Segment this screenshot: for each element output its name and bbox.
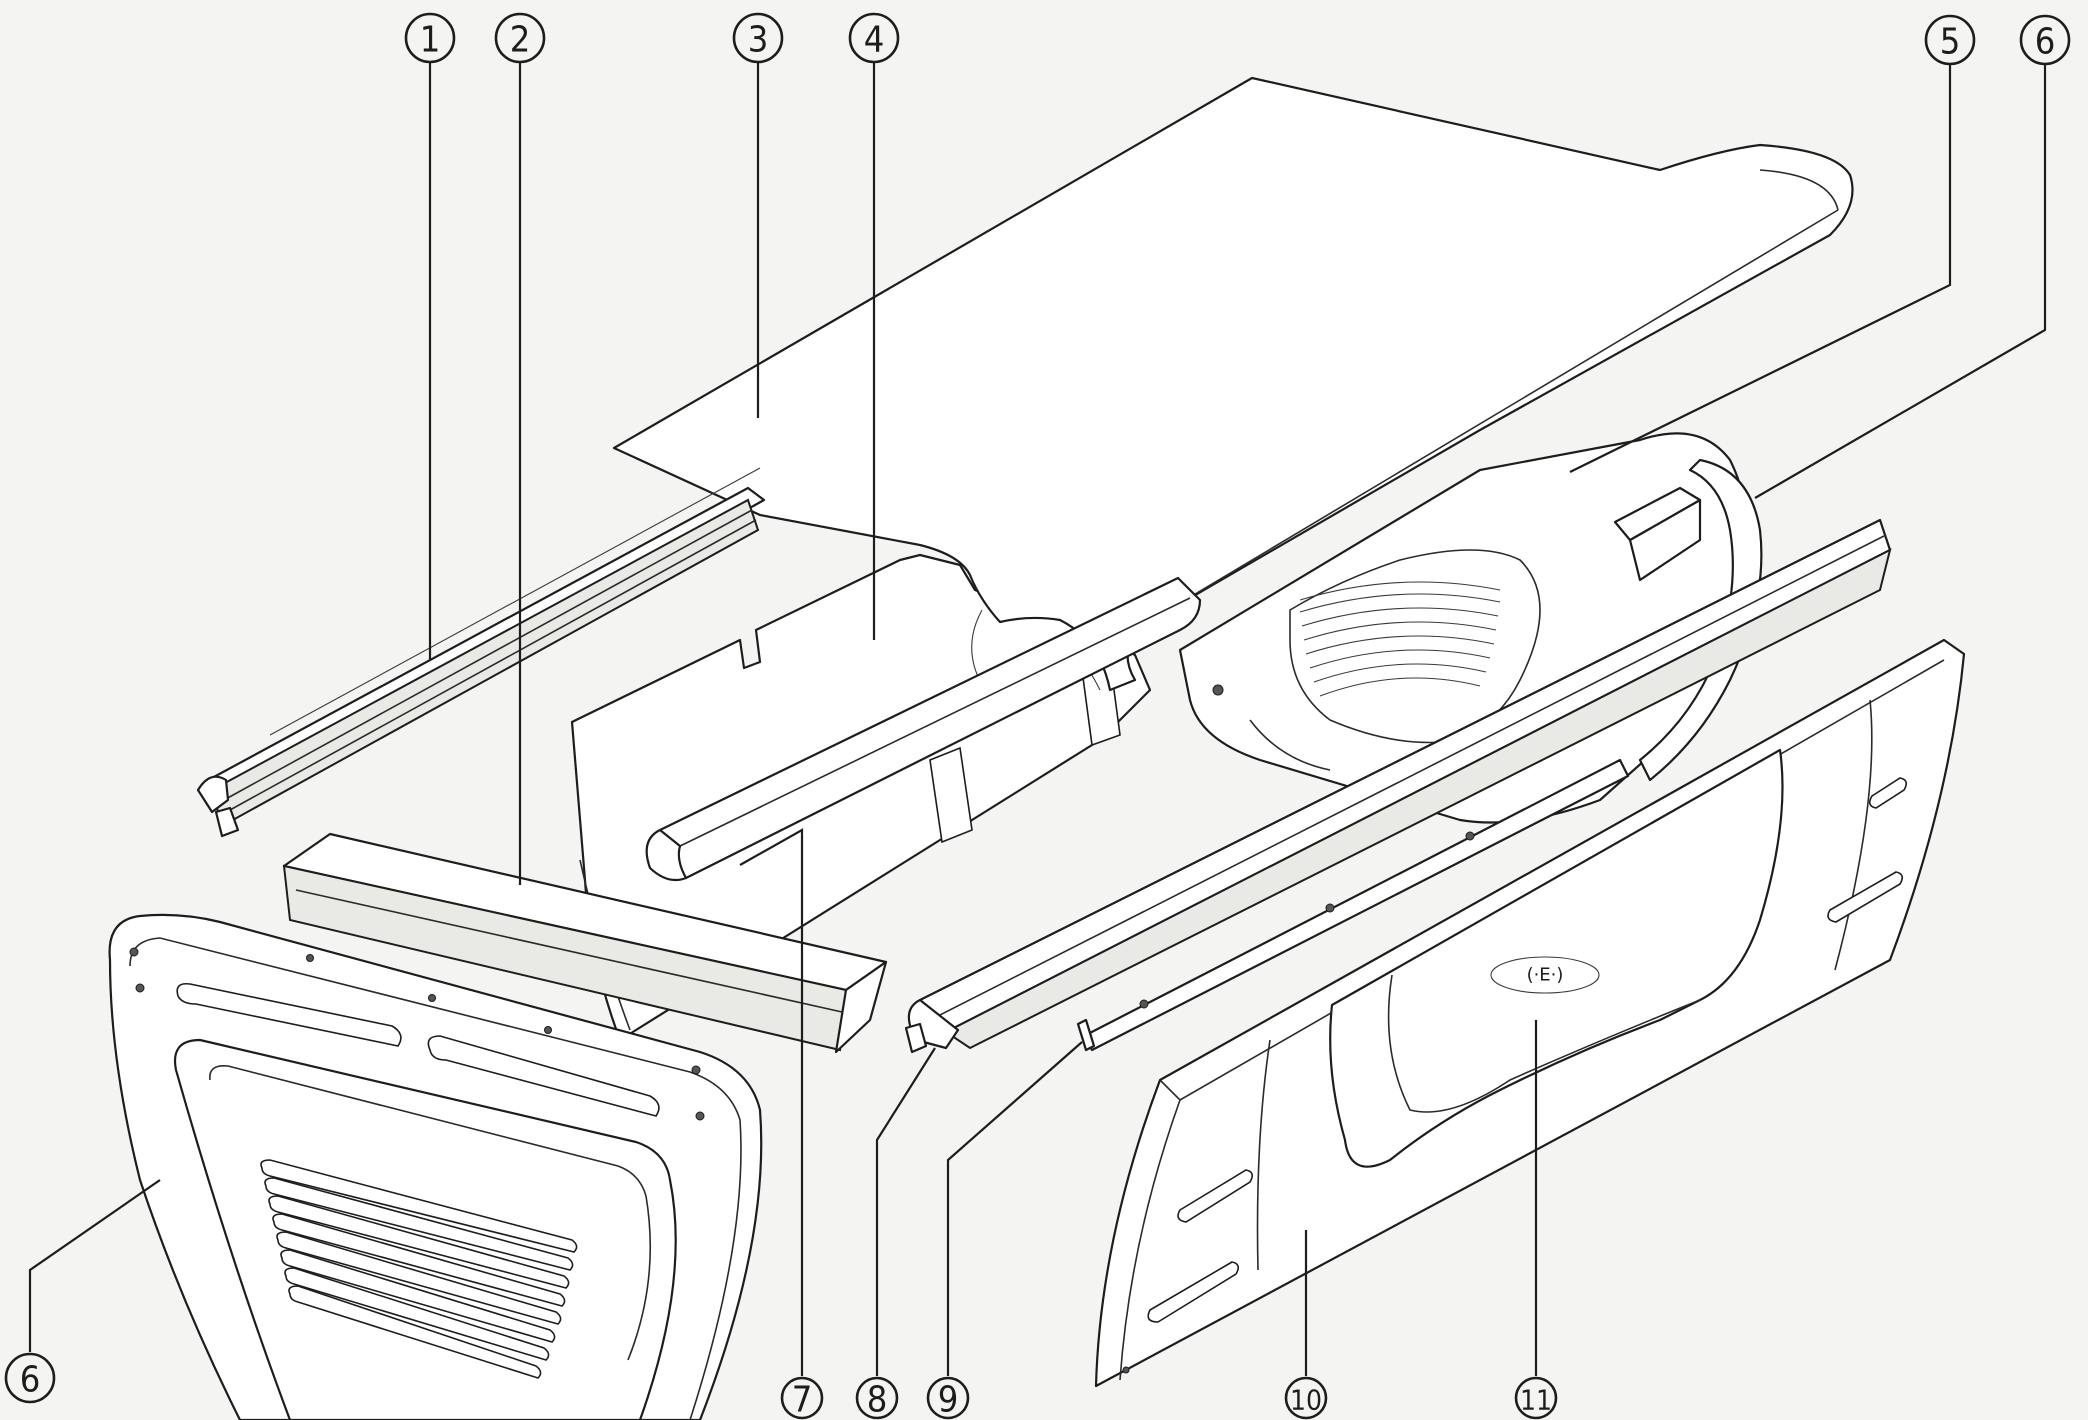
svg-text:4: 4 — [864, 20, 885, 61]
leader-6-left — [28, 1179, 161, 1352]
callout-7: 7 — [780, 1376, 824, 1420]
callout-6-right: 6 — [2019, 14, 2071, 66]
callout-6-left: 6 — [4, 1352, 56, 1404]
svg-text:6: 6 — [20, 1360, 41, 1401]
part-rail-back — [196, 467, 766, 838]
part-front-panel: (·E·) — [1094, 638, 1966, 1388]
svg-text:2: 2 — [510, 20, 531, 61]
svg-text:9: 9 — [938, 1380, 959, 1420]
part-left-end-cap — [108, 913, 763, 1420]
svg-text:11: 11 — [1520, 1384, 1552, 1417]
svg-text:3: 3 — [748, 20, 769, 61]
callout-2: 2 — [494, 12, 546, 64]
part-trim-strip — [1076, 758, 1630, 1052]
svg-text:6: 6 — [2035, 22, 2056, 63]
leader-lines — [28, 60, 2047, 1376]
badge-text: (·E·) — [1527, 965, 1564, 986]
leader-6-right — [1754, 62, 2047, 499]
leader-8 — [875, 1047, 936, 1376]
end-cap-vent-slats — [260, 1159, 578, 1379]
part-front-beam — [282, 832, 888, 1054]
logo-badge: (·E·) — [1490, 956, 1600, 994]
callout-10: 10 — [1284, 1376, 1328, 1420]
svg-text:1: 1 — [420, 20, 441, 61]
inner-vent-slats — [1299, 581, 1501, 697]
part-front-rail — [904, 518, 1892, 1054]
svg-text:8: 8 — [867, 1380, 888, 1420]
svg-text:10: 10 — [1290, 1384, 1322, 1417]
part-middle-rod — [645, 576, 1202, 882]
leader-5 — [1569, 62, 1952, 473]
callout-9: 9 — [926, 1376, 970, 1420]
leader-9 — [946, 1041, 1083, 1376]
callout-4: 4 — [848, 12, 900, 64]
callout-8: 8 — [855, 1376, 899, 1420]
callout-3: 3 — [732, 12, 784, 64]
leader-7 — [739, 828, 804, 1376]
svg-text:7: 7 — [792, 1380, 813, 1420]
callout-11: 11 — [1514, 1376, 1558, 1420]
callout-5: 5 — [1924, 14, 1976, 66]
callout-1: 1 — [404, 12, 456, 64]
svg-text:5: 5 — [1940, 22, 1961, 63]
part-top-lid — [612, 76, 1854, 692]
callouts: 1 2 3 4 5 6 6 7 — [4, 12, 2071, 1420]
